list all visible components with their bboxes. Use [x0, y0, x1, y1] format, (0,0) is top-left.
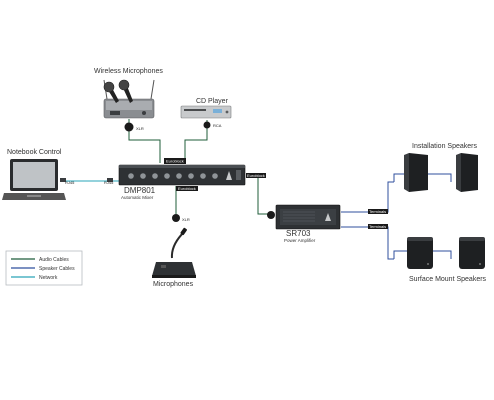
- speaker-cable-amp-to-install: [341, 181, 394, 213]
- euroblock-bottom-connector: [176, 186, 198, 191]
- sr703-label: SR703: [286, 229, 311, 238]
- xlr-connector-icon: [124, 122, 134, 132]
- surface-speaker-left: [407, 237, 433, 269]
- installation-speakers-label: Installation Speakers: [412, 143, 477, 150]
- installation-speaker-right: [456, 153, 478, 192]
- terminals-bottom-label: Terminals: [369, 224, 386, 229]
- legend-label-speaker: Speaker Cables: [39, 266, 75, 272]
- gooseneck-microphone: XLR Microphones: [152, 214, 196, 288]
- rj45-notebook-connector-icon: [60, 178, 66, 182]
- rca-connector-icon: [203, 121, 211, 129]
- rj45-mixer-connector-icon: [107, 178, 113, 182]
- wireless-microphones-label: Wireless Microphones: [94, 68, 163, 75]
- handheld-mic-left: [103, 81, 119, 103]
- cd-player-label: CD Player: [196, 98, 229, 105]
- euroblock-amp-connector: [246, 173, 266, 178]
- legend: Audio Cables Speaker Cables Network: [5, 250, 83, 286]
- rj45-mixer-label: RJ45: [104, 180, 114, 185]
- mixer-knobs: [128, 173, 218, 179]
- handheld-mic-right: [118, 79, 133, 103]
- amp-input-connector-icon: [267, 211, 275, 219]
- terminals-bottom-connector: [368, 224, 388, 229]
- automatic-mixer-label: Automatic Mixer: [121, 195, 154, 200]
- wireless-microphones-device: Wireless Microphones XLR: [94, 68, 163, 132]
- power-amplifier-label: Power Amplifier: [284, 238, 316, 243]
- xlr-wireless-label: XLR: [136, 126, 144, 131]
- surface-speaker-right: [459, 237, 485, 269]
- installation-speakers: Installation Speakers: [404, 143, 478, 192]
- cables: [63, 119, 452, 260]
- legend-label-network: Network: [39, 275, 58, 281]
- euroblock-bottom-label: Euroblock: [178, 186, 196, 191]
- xlr-mic-label: XLR: [182, 217, 190, 222]
- legend-label-audio: Audio Cables: [39, 257, 69, 263]
- surface-mount-speakers: Surface Mount Speakers: [407, 237, 487, 283]
- rj45-notebook-label: RJ45: [65, 180, 75, 185]
- dmp801-label: DMP801: [124, 186, 156, 195]
- audio-cable-wireless-to-mixer: [128, 119, 161, 163]
- notebook-computer: Notebook Control RJ45 RJ45: [2, 149, 114, 200]
- sr703-power-amplifier: SR703 Power Amplifier Terminals Terminal…: [267, 204, 388, 243]
- speaker-cable-amp-to-surface: [341, 226, 394, 260]
- rca-label: RCA: [213, 123, 222, 128]
- cd-player-device: CD Player RCA: [180, 98, 232, 129]
- terminals-top-connector: [368, 209, 388, 214]
- euroblock-top-connector: [164, 158, 186, 164]
- notebook-control-label: Notebook Control: [7, 149, 62, 156]
- terminals-top-label: Terminals: [369, 209, 386, 214]
- dmp801-mixer: Euroblock Euroblock DMP801 Automatic Mix…: [118, 158, 266, 200]
- microphones-label: Microphones: [153, 281, 194, 288]
- euroblock-top-label: Euroblock: [166, 159, 184, 164]
- audio-cable-cd-to-mixer: [184, 120, 208, 163]
- audio-cable-mixer-to-amp: [246, 175, 270, 215]
- installation-speaker-left: [404, 153, 428, 192]
- euroblock-amp-label: Euroblock: [247, 173, 265, 178]
- xlr-mic-connector-icon: [172, 214, 180, 222]
- surface-mount-speakers-label: Surface Mount Speakers: [409, 276, 487, 283]
